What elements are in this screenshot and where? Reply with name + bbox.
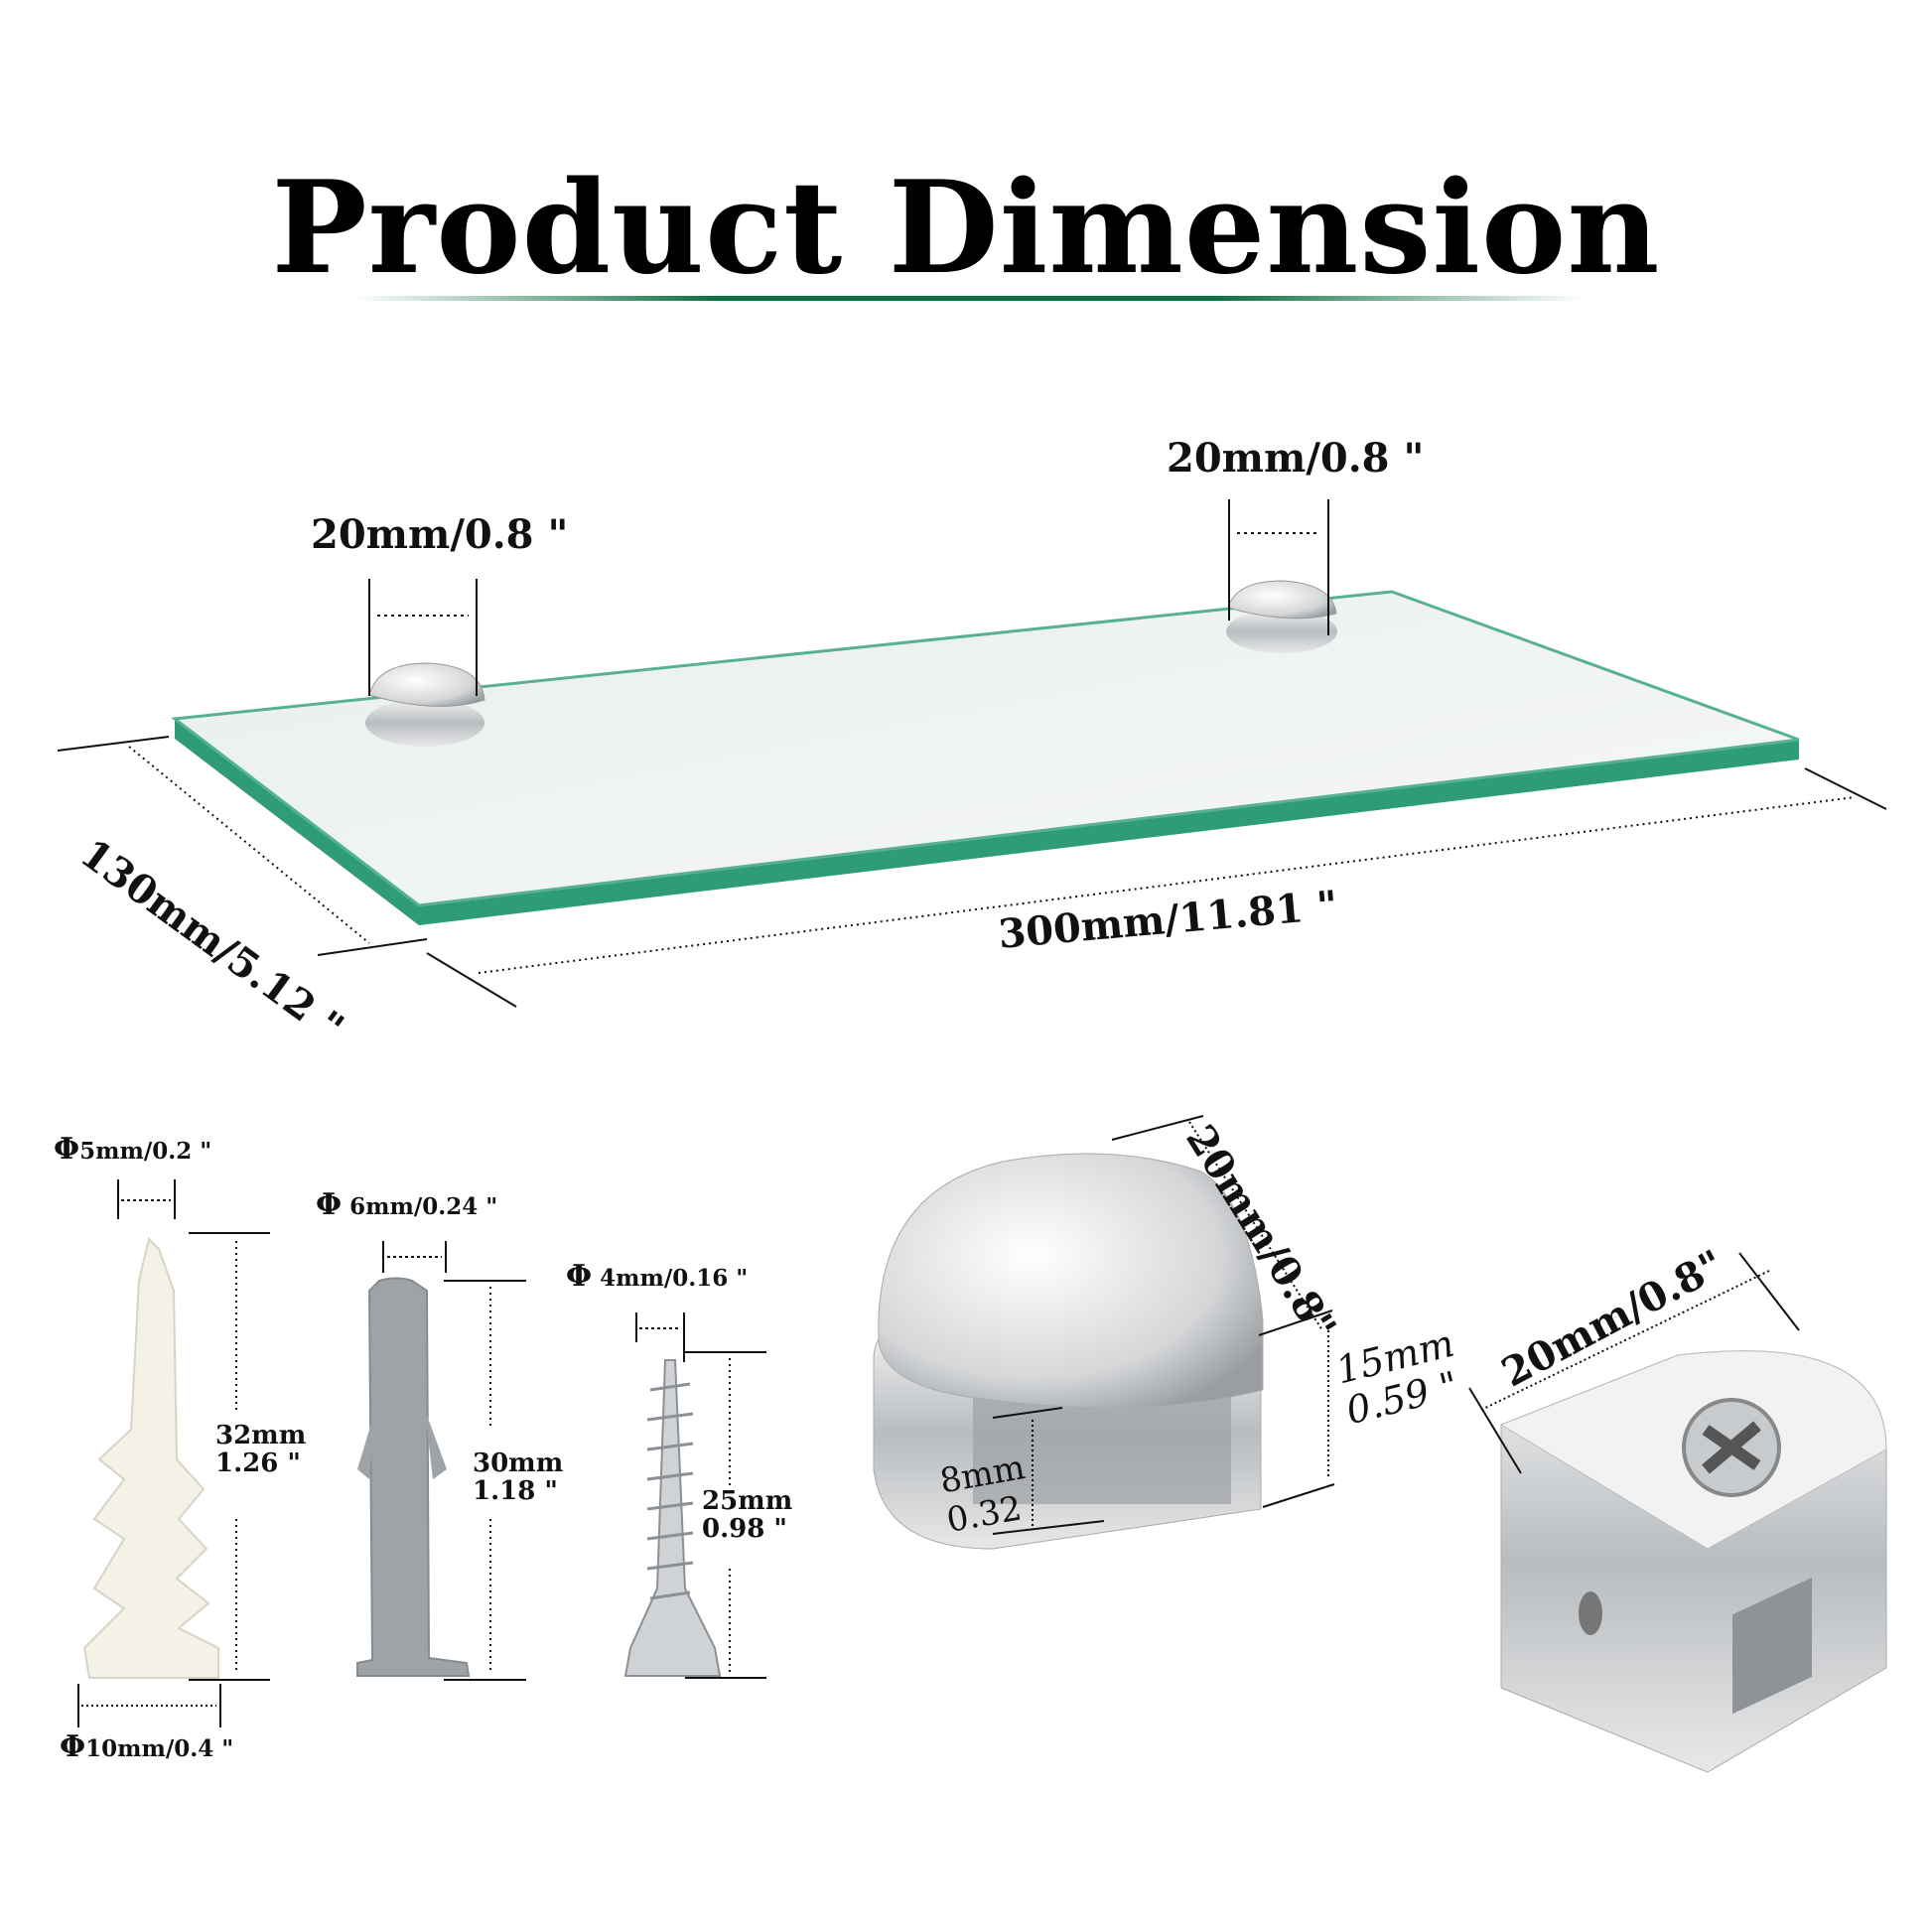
diameter-icon: Φ [60, 1729, 86, 1764]
shelf-clip-right [1226, 580, 1337, 653]
glass-shelf-top [171, 590, 1800, 907]
glass-clip-small [1499, 1350, 1887, 1773]
shelf-clip-left-width-label: 20mm/0.8 " [311, 511, 569, 558]
screw-diameter: Φ 4mm/0.16 " [566, 1259, 749, 1294]
shelf-clip-right-width-label: 20mm/0.8 " [1167, 435, 1425, 482]
drywall-anchor-base-diameter: Φ10mm/0.4 " [60, 1729, 234, 1764]
drywall-anchor-tip-diameter: Φ5mm/0.2 " [54, 1132, 212, 1167]
hardware-dimension-lines [77, 1179, 766, 1727]
diameter-icon: Φ [316, 1187, 343, 1222]
title-underline [351, 296, 1584, 301]
page-title: Product Dimension [271, 154, 1661, 303]
screw [623, 1359, 722, 1677]
plastic-anchor-diameter: Φ 6mm/0.24 " [316, 1187, 498, 1222]
diameter-icon: Φ [54, 1132, 80, 1167]
diameter-icon: Φ [566, 1259, 593, 1294]
drywall-anchor [82, 1237, 219, 1679]
shelf-dimension-lines [57, 499, 1887, 1008]
shelf-clip-left [365, 662, 485, 747]
glass-clip-large [873, 1153, 1264, 1550]
plastic-anchor [356, 1277, 471, 1677]
clip-dimension-lines [992, 1115, 1800, 1535]
